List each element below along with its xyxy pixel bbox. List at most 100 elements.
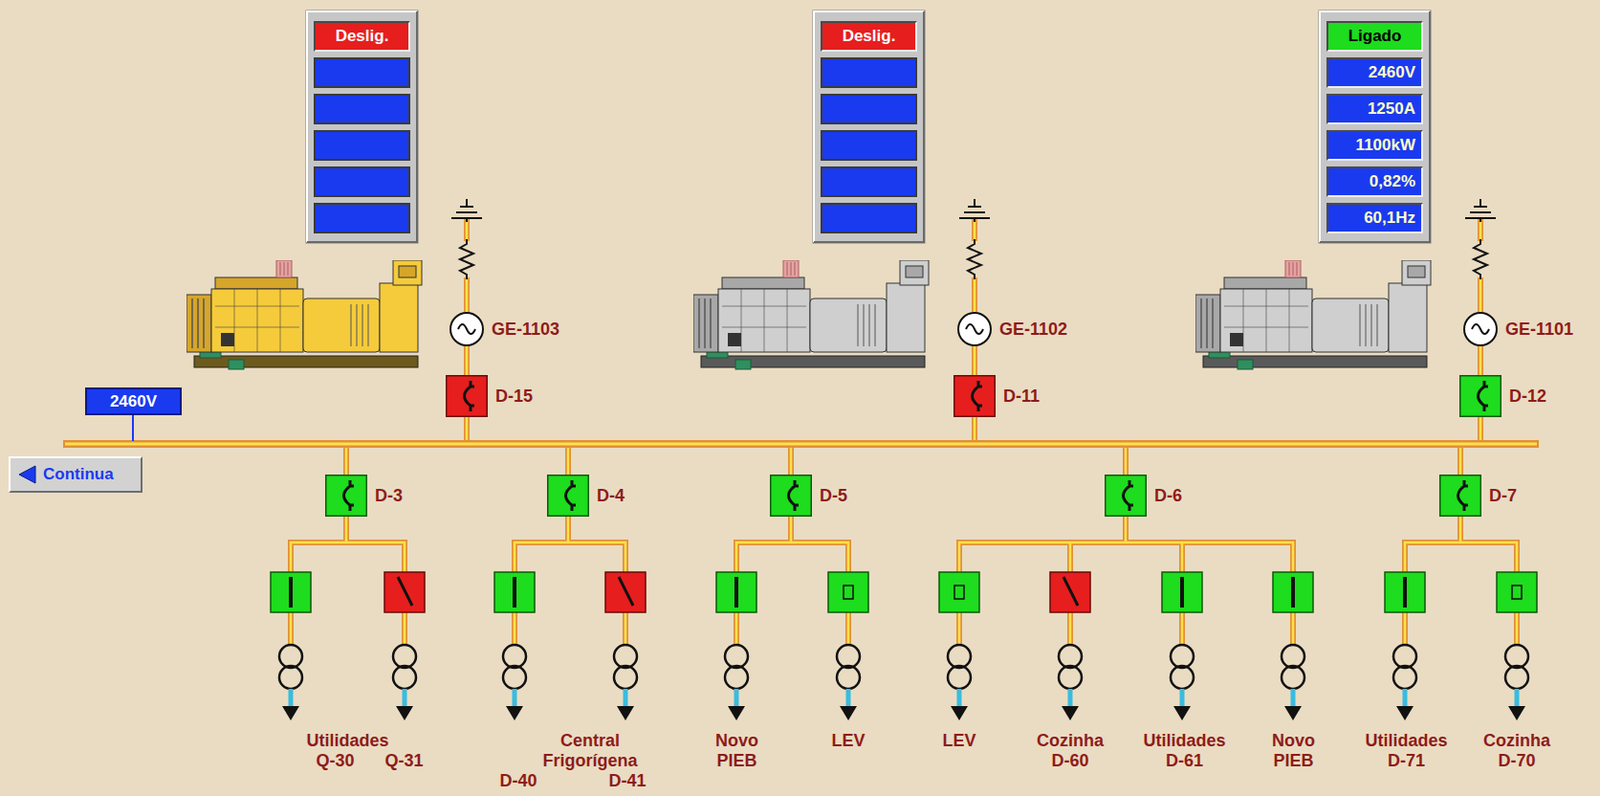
breaker-box bbox=[445, 374, 488, 417]
wire-outline bbox=[1477, 346, 1484, 375]
status-panels bbox=[306, 10, 1431, 243]
breaker-contact bbox=[464, 380, 476, 412]
status-cell: 1100kW bbox=[1326, 130, 1424, 161]
status-value: 0,82% bbox=[1369, 172, 1416, 192]
equipment-tag: D-7 bbox=[1489, 485, 1517, 506]
transformer-symbol bbox=[393, 644, 417, 721]
generator-circle bbox=[1463, 311, 1498, 347]
sine-wave bbox=[458, 324, 476, 334]
transformer-symbol bbox=[836, 644, 860, 721]
generator-wire bbox=[974, 346, 976, 375]
load-label: Novo PIEB bbox=[714, 730, 760, 771]
status-cell: Deslig. bbox=[820, 21, 918, 52]
load-label: Cozinha D-70 bbox=[1482, 730, 1552, 771]
empty-cell bbox=[821, 167, 917, 197]
status-value: 60,1Hz bbox=[1363, 208, 1416, 228]
breaker-body bbox=[954, 375, 996, 417]
circuit-breaker: D-4 bbox=[547, 474, 625, 517]
genset-illustration bbox=[1195, 260, 1431, 370]
equipment-tag: D-6 bbox=[1154, 485, 1183, 506]
load-label: Q-31 bbox=[383, 750, 425, 771]
breaker-contact bbox=[566, 480, 577, 511]
breaker-contact bbox=[1478, 380, 1490, 412]
equipment-tag: D-11 bbox=[1003, 386, 1040, 407]
empty-cell bbox=[314, 203, 410, 233]
breaker-contact bbox=[789, 480, 800, 511]
load-label: Q-30 bbox=[314, 750, 356, 771]
breaker-box bbox=[1104, 474, 1147, 517]
equipment-tag: D-5 bbox=[819, 485, 848, 506]
breaker-box bbox=[953, 374, 996, 417]
closed-switch bbox=[1161, 571, 1203, 613]
generator-symbol: GE-1103 bbox=[449, 311, 560, 347]
load-label: Novo PIEB bbox=[1271, 730, 1316, 771]
empty-cell bbox=[314, 167, 410, 197]
breaker-body bbox=[547, 475, 590, 517]
load-label: Central Frigorígena bbox=[541, 730, 639, 771]
breaker-body bbox=[326, 475, 368, 517]
sine-wave bbox=[965, 324, 984, 334]
equipment-tag: GE-1101 bbox=[1505, 319, 1574, 340]
transformer-symbol bbox=[1505, 644, 1529, 721]
breaker-box bbox=[769, 474, 812, 517]
breaker-contact bbox=[344, 480, 355, 511]
panel-frame bbox=[812, 10, 925, 243]
transformer-symbol bbox=[1170, 644, 1194, 721]
circuit-breaker: D-6 bbox=[1104, 474, 1183, 517]
panel-bevel bbox=[813, 11, 924, 242]
generator-wire bbox=[1480, 346, 1482, 375]
status-cell: Ligado bbox=[1326, 21, 1424, 52]
empty-cell bbox=[314, 94, 410, 124]
open-switch bbox=[1050, 571, 1091, 613]
circuit-breaker: D-3 bbox=[325, 474, 403, 517]
wire-outline bbox=[971, 346, 978, 375]
arrow-triangle bbox=[19, 465, 36, 483]
equipment-tag: GE-1102 bbox=[999, 319, 1068, 340]
equipment-tag: D-12 bbox=[1509, 386, 1547, 407]
wire-core bbox=[973, 346, 977, 375]
busbar-core bbox=[65, 442, 1537, 446]
status-value: Deslig. bbox=[842, 26, 897, 46]
breaker-box bbox=[325, 474, 368, 517]
circuit-breaker: D-11 bbox=[953, 374, 1040, 417]
breaker-contact bbox=[1458, 480, 1469, 511]
racked-switch bbox=[828, 571, 869, 613]
transformer-symbol bbox=[613, 644, 637, 721]
closed-switch bbox=[1272, 571, 1314, 613]
wire-core bbox=[1479, 346, 1483, 375]
ground-resistor bbox=[451, 198, 483, 280]
closed-switch bbox=[1384, 571, 1425, 613]
panel-frame bbox=[1318, 10, 1431, 243]
load-label: D-41 bbox=[607, 770, 648, 791]
transformer-symbol bbox=[503, 644, 527, 721]
empty-cell bbox=[314, 58, 410, 88]
ground-resistor bbox=[959, 198, 990, 280]
generator-circle bbox=[957, 311, 992, 347]
breaker-contact bbox=[1123, 480, 1135, 511]
wire-core bbox=[465, 346, 469, 375]
transformer-symbol bbox=[724, 644, 748, 721]
racked-switch bbox=[939, 571, 980, 613]
open-switch bbox=[384, 571, 425, 613]
equipment-tag: D-3 bbox=[374, 485, 403, 506]
empty-cell bbox=[821, 94, 917, 124]
breaker-body bbox=[1460, 375, 1502, 417]
empty-cell bbox=[821, 58, 917, 88]
equipment-tag: D-4 bbox=[596, 485, 625, 506]
load-label: Utilidades D-71 bbox=[1363, 730, 1449, 771]
load-label: Cozinha D-60 bbox=[1035, 730, 1105, 771]
panel-bevel bbox=[306, 11, 417, 242]
load-label: LEV bbox=[830, 730, 867, 751]
breaker-box bbox=[547, 474, 590, 517]
sine-wave bbox=[1471, 324, 1490, 334]
closed-switch bbox=[494, 571, 535, 613]
back-arrow bbox=[16, 463, 38, 485]
status-value: 2460V bbox=[1368, 63, 1416, 83]
status-value: Deslig. bbox=[335, 26, 390, 46]
button-text: Continua bbox=[43, 464, 114, 484]
equipment-tag: GE-1103 bbox=[491, 319, 560, 340]
load-label: D-40 bbox=[498, 770, 539, 791]
transformer-symbol bbox=[1058, 644, 1082, 721]
status-cell: Deslig. bbox=[313, 21, 411, 52]
